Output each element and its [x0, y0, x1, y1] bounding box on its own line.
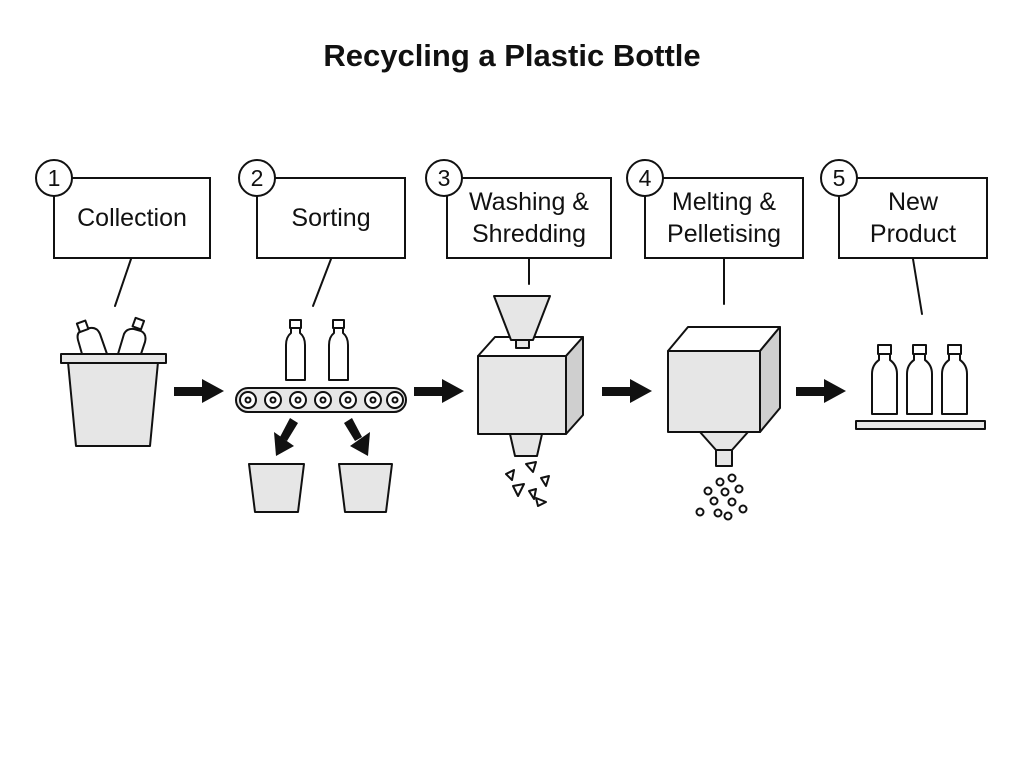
step-box-melting-pelletising: Melting & Pelletising [644, 177, 804, 259]
plastic-flakes-icon [505, 461, 550, 507]
collection-bin-icon [60, 316, 167, 447]
step-number-2: 2 [238, 159, 276, 197]
step-label-new-product: New Product [869, 188, 957, 248]
step-number-1: 1 [35, 159, 73, 197]
connector-line-2 [312, 258, 332, 307]
step-number-4: 4 [626, 159, 664, 197]
arrow-2-icon [414, 379, 464, 403]
step-label-sorting: Sorting [291, 204, 371, 232]
new-bottles-icon [871, 344, 968, 415]
step-label-melting-pelletising: Melting & Pelletising [667, 188, 781, 248]
step-box-new-product: New Product [838, 177, 988, 259]
step-label-washing-shredding: Washing & Shredding [469, 188, 589, 248]
step-number-3: 3 [425, 159, 463, 197]
sort-bin-left-icon [248, 463, 305, 513]
connector-line-5 [912, 258, 923, 315]
step-box-sorting: Sorting [256, 177, 406, 259]
connector-line-1 [114, 258, 132, 307]
diagram-title: Recycling a Plastic Bottle [323, 38, 701, 73]
step-number-5: 5 [820, 159, 858, 197]
arrow-3-icon [602, 379, 652, 403]
plastic-pellets-icon [695, 473, 748, 521]
sort-arrow-left-icon [274, 418, 298, 456]
sort-bin-right-icon [338, 463, 393, 513]
arrow-1-icon [174, 379, 224, 403]
shelf-icon [855, 420, 986, 430]
step-label-collection: Collection [77, 204, 187, 232]
sort-arrow-right-icon [344, 418, 370, 456]
sorting-conveyor-icon [235, 319, 407, 413]
arrow-4-icon [796, 379, 846, 403]
shredder-machine-icon [477, 295, 584, 457]
step-box-collection: Collection [53, 177, 211, 259]
melting-machine-icon [667, 326, 781, 467]
